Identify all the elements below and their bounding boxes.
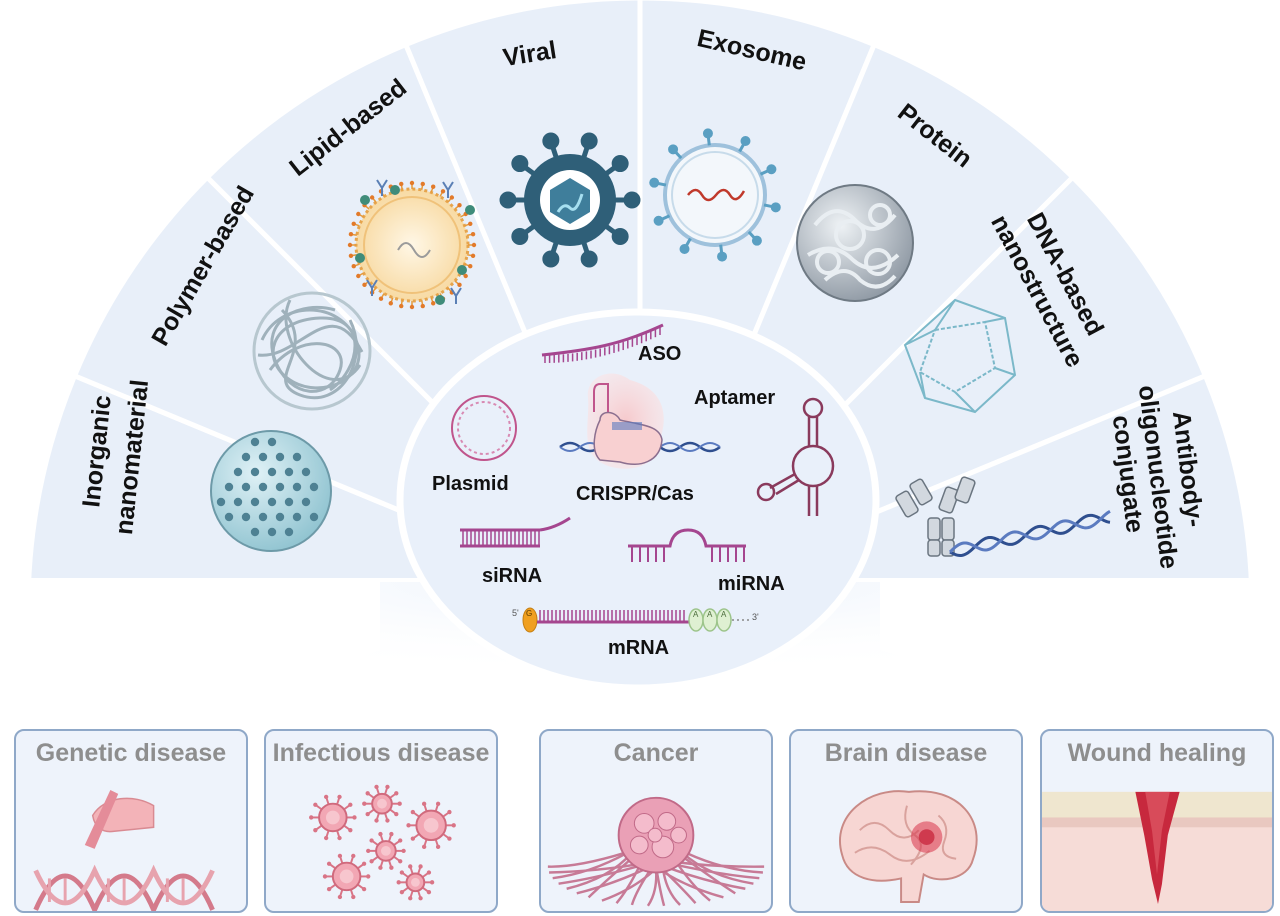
aso-strand-icon xyxy=(541,323,664,363)
mrna-polya-label-2: A xyxy=(707,610,713,619)
label-crispr: CRISPR/Cas xyxy=(576,483,694,505)
virus-particle-icon xyxy=(322,853,371,900)
app-card-infectious-disease: Infectious disease xyxy=(264,729,498,913)
lipid-nanoparticle-icon xyxy=(347,179,477,310)
app-card-wound-healing: Wound healing xyxy=(1040,729,1274,913)
app-title: Infectious disease xyxy=(272,739,490,767)
mrna-polya-label-1: A xyxy=(693,610,699,619)
mrna-icon: 5' G A A A 3' xyxy=(512,607,759,633)
dna-hand-icon xyxy=(33,789,215,911)
virus-particle-icon xyxy=(396,864,435,901)
protein-cage-icon xyxy=(796,184,914,302)
mrna-3prime-label: 3' xyxy=(752,612,759,622)
app-card-genetic-disease: Genetic disease xyxy=(14,729,248,913)
sirna-icon xyxy=(460,516,571,548)
label-plasmid: Plasmid xyxy=(432,473,509,495)
aptamer-icon xyxy=(756,397,835,516)
virus-particle-icon xyxy=(309,794,357,841)
app-title: Cancer xyxy=(613,739,699,767)
polymer-tangle-icon xyxy=(252,291,372,411)
plasmid-icon xyxy=(451,395,517,461)
label-sirna: siRNA xyxy=(482,565,542,587)
app-title: Genetic disease xyxy=(35,739,227,767)
inorganic-nanoparticle-icon xyxy=(210,430,332,552)
app-title: Wound healing xyxy=(1067,739,1247,767)
virus-particles-icon xyxy=(309,784,456,901)
virus-particle-icon xyxy=(362,784,402,823)
mrna-cap-label: G xyxy=(526,609,532,618)
virus-particle-icon xyxy=(366,831,406,870)
antibody-conjugate-icon xyxy=(895,476,1111,557)
label-aptamer: Aptamer xyxy=(694,387,775,409)
tumor-icon xyxy=(547,796,765,907)
virus-particle-icon xyxy=(406,801,456,849)
mrna-polya-label-3: A xyxy=(721,610,727,619)
crispr-cas-icon xyxy=(559,373,721,469)
payload-hub xyxy=(396,308,880,692)
label-mirna: miRNA xyxy=(718,573,785,595)
dna-nanostructure-icon xyxy=(903,298,1017,414)
exosome-icon xyxy=(649,128,781,262)
app-card-cancer: Cancer xyxy=(539,729,773,913)
app-card-brain-disease: Brain disease xyxy=(789,729,1023,913)
brain-icon xyxy=(839,790,978,903)
mrna-5prime-label: 5' xyxy=(512,608,519,618)
app-title: Brain disease xyxy=(824,739,988,767)
mirna-icon xyxy=(628,528,746,562)
skin-wound-icon xyxy=(1042,791,1272,911)
label-mrna: mRNA xyxy=(608,637,669,659)
label-aso: ASO xyxy=(638,343,681,365)
viral-vector-icon xyxy=(499,132,641,268)
